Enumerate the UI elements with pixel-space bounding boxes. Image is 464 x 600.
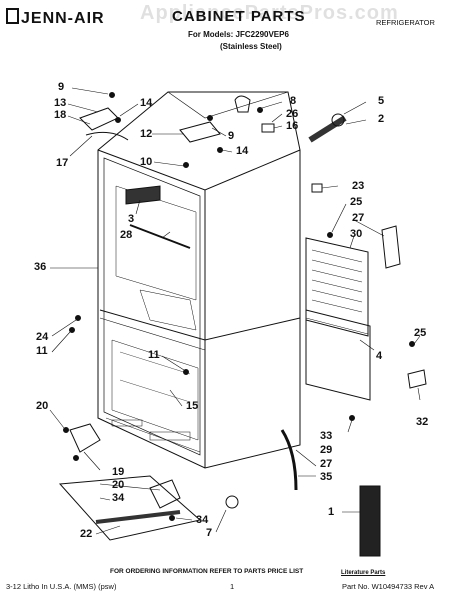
category-label: REFRIGERATOR	[376, 18, 435, 27]
callout-20: 20	[36, 400, 49, 412]
part-number: Part No. W10494733 Rev A	[342, 582, 435, 591]
callout-34b: 34	[196, 514, 209, 526]
ordering-note: FOR ORDERING INFORMATION REFER TO PARTS …	[110, 568, 304, 575]
callout-12: 12	[140, 128, 153, 140]
page-number: 1	[230, 582, 235, 591]
callout-27: 27	[352, 212, 365, 224]
callout-19: 19	[112, 466, 125, 478]
callout-5: 5	[378, 95, 385, 107]
callout-30: 30	[350, 228, 363, 240]
callout-18: 18	[54, 109, 67, 121]
callout-9b: 9	[228, 130, 235, 142]
rear-access-cover	[305, 237, 369, 337]
callout-13: 13	[54, 97, 67, 109]
side-bracket	[381, 225, 401, 269]
litho-info: 3-12 Litho In U.S.A. (MMS) (psw)	[6, 582, 117, 591]
models-line: For Models: JFC2290VEP6	[188, 30, 289, 39]
callout-24: 24	[36, 331, 49, 343]
callout-22: 22	[80, 528, 93, 540]
literature-parts-label: Literature Parts	[341, 570, 386, 576]
callout-11b: 11	[148, 349, 160, 361]
callout-7: 7	[206, 527, 213, 539]
callout-14b: 14	[236, 145, 249, 157]
callout-16: 16	[286, 120, 299, 132]
cabinet-shell	[97, 91, 301, 469]
page-title: CABINET PARTS	[172, 8, 306, 25]
literature-booklet	[359, 485, 381, 557]
brand-mark-icon	[6, 8, 19, 24]
bracket-8	[234, 95, 251, 113]
finish-line: (Stainless Steel)	[220, 42, 282, 51]
crisper-cover	[129, 224, 191, 249]
callout-33: 33	[320, 430, 333, 442]
callout-34: 34	[112, 492, 125, 504]
callout-10: 10	[140, 156, 153, 168]
callout-25: 25	[350, 196, 363, 208]
callout-26: 26	[286, 108, 299, 120]
callout-8: 8	[290, 95, 297, 107]
watermark: AppliancePartsPros.com	[140, 2, 399, 24]
rear-panel	[305, 309, 371, 401]
callout-29: 29	[320, 444, 333, 456]
callout-25b: 25	[414, 327, 427, 339]
callout-4: 4	[376, 350, 383, 362]
callout-23: 23	[352, 180, 365, 192]
top-hinge-center	[179, 121, 221, 143]
brand-logo: JENN-AIR	[6, 8, 105, 28]
callout-11: 11	[36, 345, 48, 357]
callout-36: 36	[34, 261, 47, 273]
brand-name: JENN-AIR	[21, 10, 105, 27]
callout-17: 17	[56, 157, 69, 169]
base-grille	[58, 475, 202, 541]
callout-9: 9	[58, 81, 65, 93]
top-hinge-left	[79, 107, 119, 131]
callout-20b: 20	[112, 479, 125, 491]
front-roller-right	[149, 479, 181, 509]
callout-3: 3	[128, 213, 135, 225]
callout-1: 1	[328, 506, 335, 518]
callout-14: 14	[140, 97, 153, 109]
drain-tube	[280, 429, 298, 491]
water-filter	[308, 115, 347, 143]
front-roller-left	[69, 423, 101, 453]
callout-2: 2	[378, 113, 385, 125]
callout-27b: 27	[320, 458, 333, 470]
callout-32: 32	[416, 416, 429, 428]
callout-15: 15	[186, 400, 199, 412]
callout-35: 35	[320, 471, 333, 483]
mullion	[99, 309, 301, 341]
callout-28: 28	[120, 229, 133, 241]
